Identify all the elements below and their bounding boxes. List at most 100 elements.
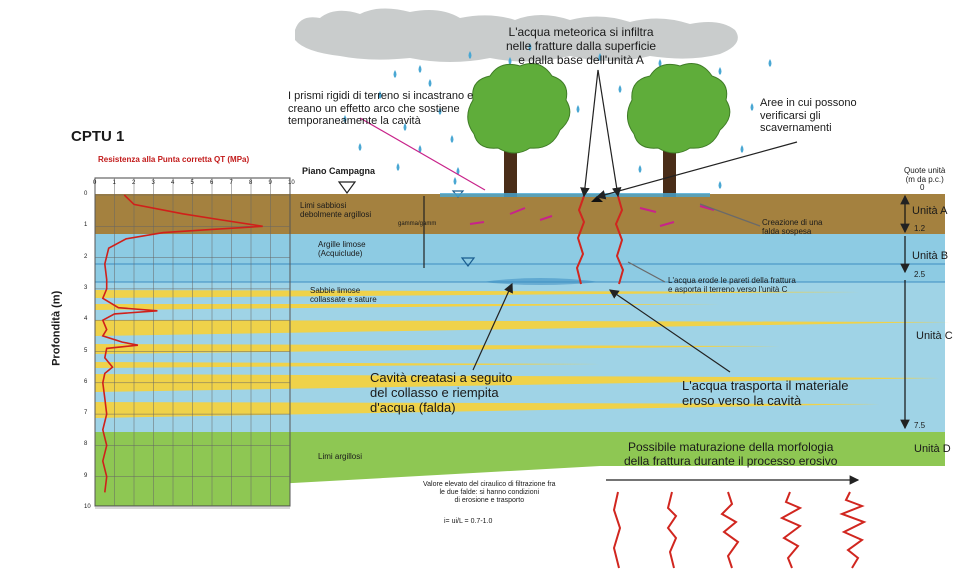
unita-a-label: Unità A — [912, 205, 948, 217]
unita-c-label: Unità C — [916, 330, 953, 342]
formula-label: i= ui/L = 0.7-1.0 — [444, 518, 493, 525]
rain-drop-icon — [378, 91, 382, 99]
stage-5 — [839, 491, 867, 569]
valore-label: Valore elevato del ciraulico di filtrazi… — [423, 481, 556, 505]
rain-drop-icon — [428, 79, 432, 87]
x-tick-label: 2 — [132, 180, 136, 186]
sand-band — [95, 402, 880, 418]
tree-icon — [467, 63, 571, 154]
rain-drop-icon — [456, 167, 460, 175]
rain-drop-icon — [638, 165, 642, 173]
rain-drop-icon — [768, 59, 772, 67]
crack — [539, 215, 553, 221]
depth-tick-label: 3 — [84, 284, 88, 291]
trunk — [663, 145, 676, 197]
cptu-grid — [94, 178, 291, 509]
arrow — [472, 282, 513, 371]
unita-b-label: Unità B — [912, 250, 949, 262]
rain-drop-icon — [438, 107, 442, 115]
depth-tick-label: 2 — [84, 253, 88, 260]
rain-drop-icon — [718, 181, 722, 189]
creazione-label: Creazione di una falda sospesa — [762, 218, 823, 237]
arrow — [627, 261, 666, 283]
quote-unita-label: Quote unità (m da p.c.) — [904, 166, 946, 185]
cptu-title: CPTU 1 — [71, 128, 125, 145]
rain-drop-icon — [468, 51, 472, 59]
unita-d-label: Unità D — [914, 443, 951, 455]
water-table-icon — [460, 257, 476, 267]
sand-band — [95, 320, 950, 336]
stage-2 — [666, 491, 678, 569]
x-tick-label: 4 — [171, 180, 175, 186]
aree-label: Aree in cui possono verificarsi gli scav… — [760, 97, 857, 135]
rain-drop-icon — [598, 53, 602, 61]
trasporta-label: L'acqua trasporta il materiale eroso ver… — [682, 378, 849, 408]
depth-tick-label: 10 — [84, 504, 91, 510]
rain-drop-icon — [418, 145, 422, 153]
rain-drop-icon — [453, 177, 457, 185]
crack — [639, 207, 657, 213]
rain-drop-icon — [358, 143, 362, 151]
x-tick-label: 0 — [93, 180, 97, 186]
x-tick-label: 8 — [249, 180, 253, 186]
depth-tick-label: 8 — [84, 441, 88, 448]
arrows — [359, 69, 860, 485]
rain-drop-icon — [418, 65, 422, 73]
rain-drop-icon — [576, 105, 580, 113]
depth-tick-label: 7 — [84, 410, 88, 417]
stage-4 — [779, 491, 803, 569]
x-tick-label: 10 — [288, 180, 295, 186]
crack — [509, 207, 526, 215]
tree-left — [467, 63, 571, 197]
maturazione-label: Possibile maturazione della morfologia d… — [624, 440, 838, 468]
fracture-evolution — [612, 491, 867, 569]
arrow — [580, 69, 599, 198]
x-tick-label: 9 — [268, 180, 272, 186]
cptu-chart — [94, 177, 291, 509]
rain-drop-icon — [658, 59, 662, 67]
sand-band — [95, 290, 860, 298]
arrow — [609, 289, 731, 373]
depth-tick-label: 5 — [84, 347, 88, 354]
sabbie-limose-label: Sabbie limose collassate e sature — [310, 286, 377, 305]
rain-drop-icon — [393, 70, 397, 78]
depth-tick-label: 0 — [84, 191, 88, 197]
crack — [659, 221, 675, 227]
arrow — [597, 69, 622, 198]
arrow — [699, 203, 761, 227]
rain-drop-icon — [618, 85, 622, 93]
acqua-erode-label: L'acqua erode le pareti della frattura e… — [668, 276, 796, 295]
rain-drop-icon — [403, 123, 407, 131]
unit-a-layer — [95, 194, 895, 234]
delta-label: gamma/gamm — [398, 221, 437, 227]
rain-drop-icon — [396, 163, 400, 171]
stage-3 — [720, 491, 740, 569]
rain-drop-icon — [528, 43, 532, 51]
cracks — [469, 205, 715, 227]
rain-drop-icon — [718, 67, 722, 75]
x-tick-label: 3 — [151, 180, 155, 186]
resistance-label: Resistenza alla Punta corretta QT (MPa) — [98, 155, 250, 164]
rain-drop-icon — [740, 145, 744, 153]
crack — [469, 221, 485, 225]
x-tick-label: 1 — [112, 180, 116, 186]
tree-icon — [627, 63, 731, 154]
cptu-profile-line — [101, 194, 263, 493]
depth-tick-label: 9 — [84, 472, 88, 479]
unit-b-layer — [95, 234, 945, 282]
quota-7-5: 7.5 — [914, 421, 926, 430]
piano-campagna-marker — [337, 181, 357, 195]
arrow — [595, 141, 798, 200]
limi-argillosi-label: Limi argillosi — [318, 452, 363, 461]
meteorica-label: L'acqua meteorica si infiltra nelle frat… — [506, 25, 657, 67]
depth-tick-label: 6 — [84, 378, 88, 385]
quota-1-2: 1.2 — [914, 224, 926, 233]
depth-tick-label: 4 — [84, 316, 88, 323]
arrow — [359, 117, 486, 191]
prismi-label: I prismi rigidi di terreno si incastrano… — [288, 90, 474, 128]
trunk — [504, 145, 517, 197]
cloud-icon — [295, 8, 738, 63]
rain-drop-icon — [750, 103, 754, 111]
